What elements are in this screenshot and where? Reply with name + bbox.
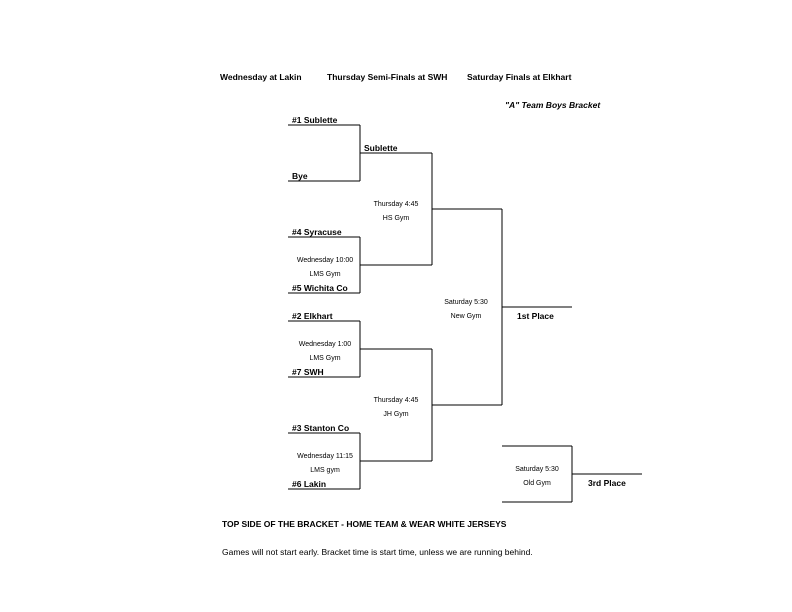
team-7-label: #3 Stanton Co [292, 423, 350, 433]
third-place-game-venue: Old Gym [523, 480, 551, 487]
game-2-time: Wednesday 10:00 [296, 257, 354, 264]
team-5-label: #2 Elkhart [292, 311, 333, 321]
semi-top-venue: HS Gym [382, 215, 410, 222]
final-time: Saturday 5:30 [444, 299, 488, 306]
round2-winner-top: Sublette [364, 143, 398, 153]
header-saturday: Saturday Finals at Elkhart [467, 72, 572, 82]
team-1-label: #1 Sublette [292, 115, 338, 125]
header-thursday: Thursday Semi-Finals at SWH [327, 72, 448, 82]
game-3-time: Wednesday 1:00 [298, 341, 352, 348]
final-venue: New Gym [450, 313, 482, 320]
team-6-label: #7 SWH [292, 367, 324, 377]
third-place-label: 3rd Place [588, 478, 626, 488]
semi-bottom-venue: JH Gym [383, 411, 409, 418]
note-top-side: TOP SIDE OF THE BRACKET - HOME TEAM & WE… [222, 519, 507, 529]
first-place-label: 1st Place [517, 311, 554, 321]
game-2-venue: LMS Gym [309, 271, 341, 278]
header-wednesday: Wednesday at Lakin [220, 72, 302, 82]
semi-bottom-time: Thursday 4:45 [373, 397, 419, 404]
team-4-label: #5 Wichita Co [292, 283, 348, 293]
bracket-title: "A" Team Boys Bracket [505, 100, 601, 110]
team-8-label: #6 Lakin [292, 479, 327, 489]
team-2-label: Bye [292, 171, 308, 181]
game-3-venue: LMS Gym [309, 355, 341, 362]
note-start-time: Games will not start early. Bracket time… [222, 547, 533, 557]
semi-top-time: Thursday 4:45 [373, 201, 419, 208]
game-4-time: Wednesday 11:15 [297, 453, 353, 460]
team-3-label: #4 Syracuse [292, 227, 342, 237]
game-4-venue: LMS gym [310, 467, 340, 474]
third-place-game-time: Saturday 5:30 [515, 466, 559, 473]
